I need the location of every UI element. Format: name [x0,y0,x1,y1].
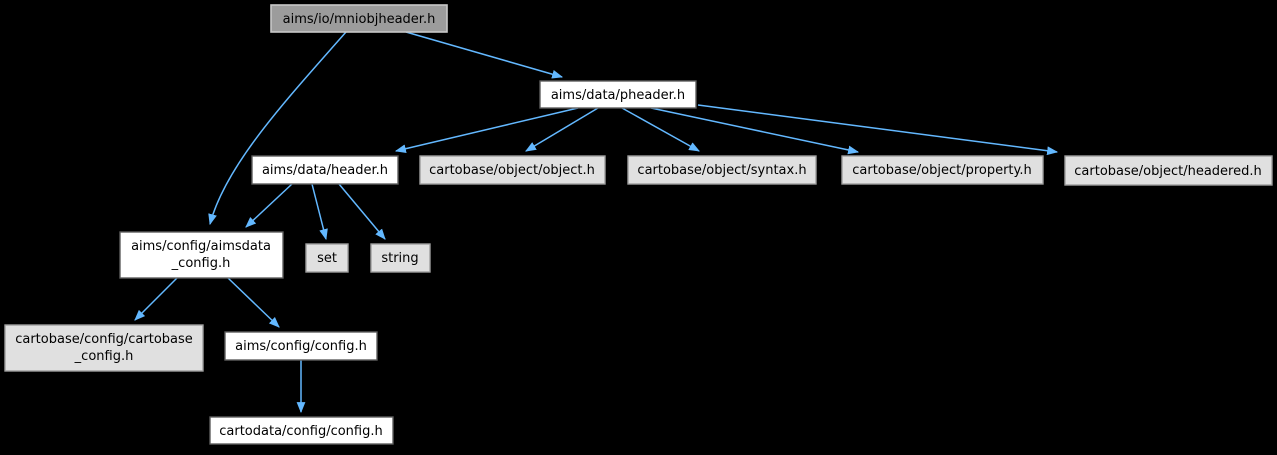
node-box [4,324,204,372]
node-label: string [381,251,418,266]
edge-aimsdata-config-to-cartobase-config [134,277,178,321]
node-label: set [317,251,337,266]
node-cartobase-config-cartobase-config-h: cartobase/config/cartobase _config.h [4,324,204,372]
node-label: cartodata/config/config.h [219,424,382,439]
node-label: aims/data/header.h [262,163,388,178]
node-box [119,231,284,279]
node-aims-data-pheader-h[interactable]: aims/data/pheader.h [539,80,697,109]
node-label-line2: _config.h [74,349,134,364]
edge-aimsdata-config-to-aims-config [227,277,280,328]
node-cartobase-object-object-h: cartobase/object/object.h [419,155,606,185]
node-label-line1: aims/config/aimsdata [131,239,271,254]
node-cartobase-object-headered-h: cartobase/object/headered.h [1064,155,1273,186]
edge-header-to-string [338,183,386,240]
edge-mniobjheader-to-aimsdata-config [208,31,347,226]
edge-pheader-to-object [525,107,599,152]
edge-header-to-aimsdata-config [245,183,293,228]
edge-pheader-to-syntax [621,107,700,152]
node-cartobase-object-property-h: cartobase/object/property.h [841,155,1044,185]
node-box [627,155,817,185]
node-aims-io-mniobjheader-h: aims/io/mniobjheader.h [270,4,448,33]
node-label: cartobase/object/headered.h [1074,164,1261,179]
node-label: cartobase/object/object.h [429,163,595,178]
edge-pheader-to-headered [697,104,1059,156]
node-label: aims/config/config.h [235,339,367,354]
node-box [841,155,1044,185]
node-label: aims/io/mniobjheader.h [283,12,436,27]
node-aims-config-config-h[interactable]: aims/config/config.h [224,331,378,361]
node-box [270,4,448,33]
node-box [1064,155,1273,186]
node-box [224,331,378,361]
node-label: aims/data/pheader.h [551,88,685,103]
node-box [370,243,431,273]
node-aims-config-aimsdata-config-h[interactable]: aims/config/aimsdata _config.h [119,231,284,279]
node-box [251,155,399,185]
node-set: set [305,243,349,273]
node-label: cartobase/object/syntax.h [637,163,806,178]
edge-mniobjheader-to-pheader [405,31,564,79]
node-box [209,416,394,445]
node-label-line2: _config.h [171,256,231,271]
node-aims-data-header-h[interactable]: aims/data/header.h [251,155,399,185]
node-box [419,155,606,185]
node-string: string [370,243,431,273]
node-box [305,243,349,273]
node-cartodata-config-config-h[interactable]: cartodata/config/config.h [209,416,394,445]
edge-pheader-to-property [650,107,860,155]
node-box [539,80,697,109]
edge-header-to-set [311,183,328,241]
node-label: cartobase/object/property.h [852,163,1032,178]
node-cartobase-object-syntax-h: cartobase/object/syntax.h [627,155,817,185]
node-label-line1: cartobase/config/cartobase [15,332,193,347]
edge-pheader-to-header [394,107,579,154]
